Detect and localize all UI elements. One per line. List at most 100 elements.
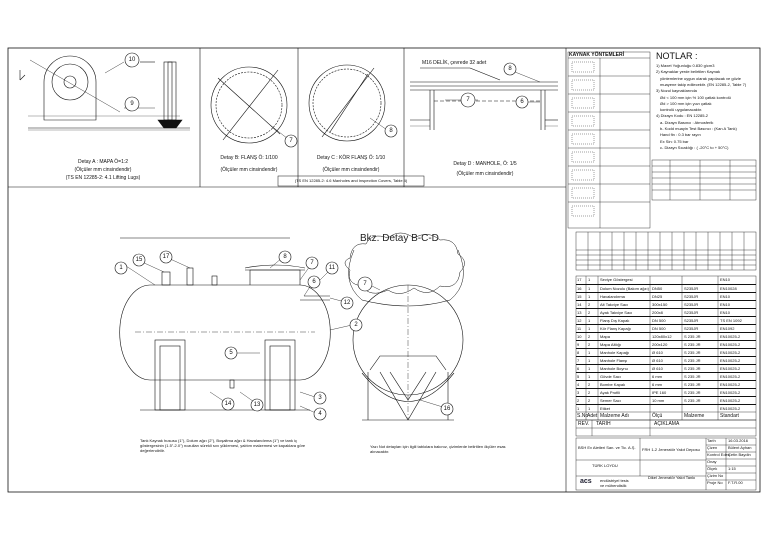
parts-cell-std: EN1092 <box>720 326 735 331</box>
parts-cell-qty: 2 <box>588 302 591 307</box>
detail-d-hole-note: M16 DELİK, çevrede 32 adet <box>422 60 487 66</box>
detail-b-title: Detay B: FLANŞ Ö: 1/100 <box>220 155 278 161</box>
callout-7-side: 7 <box>363 281 367 287</box>
parts-cell-mat: S235JR <box>684 326 699 331</box>
parts-cell-name: Manhole Kapağı <box>600 350 630 355</box>
nozzle-table <box>575 231 757 271</box>
parts-cell-std: EN10025-2 <box>720 390 741 395</box>
note-line: 3) Nozul kaynaklarında <box>656 88 697 94</box>
callout-1: 1 <box>119 265 123 271</box>
parts-cell-name: Bombe Kapak <box>600 382 626 387</box>
note-line: yöntemlerine uygun olarak yapılacak ve g… <box>660 75 741 81</box>
callout-13: 13 <box>253 402 261 408</box>
parts-header-material: Malzeme <box>684 413 705 419</box>
note-line: Hand fin : 0.3 bar rayın <box>660 132 701 138</box>
parts-cell-qty: 2 <box>588 334 591 339</box>
parts-cell-name: Mapa <box>600 334 611 339</box>
detail-a-title: Detay A : MAPA Ö=1:2 <box>77 159 129 165</box>
parts-cell-qty: 1 <box>588 406 591 411</box>
callout-14: 14 <box>224 401 232 407</box>
title-drawing: FRH 1-2 Jeneratör Yakıt Deposu <box>642 447 700 452</box>
parts-cell-name: Seviye Göstergesi <box>600 277 633 282</box>
parts-cell-size: DN 500 <box>652 318 666 323</box>
parts-header-qty: Adet <box>587 413 598 419</box>
detail-c-title: Detay C : KÖR FLANŞ Ö: 1/10 <box>316 155 386 161</box>
detail-d-sub: (Ölçüler mm cinsindendir) <box>456 171 514 177</box>
callout-10: 10 <box>128 57 136 63</box>
title-block-label: Çizim No <box>707 473 724 478</box>
parts-cell-mat: S 235 JR <box>684 382 701 387</box>
note-line: kontrolü uygulanacaktır. <box>660 107 703 113</box>
parts-cell-name: Flanş Dış Kapak <box>600 318 630 323</box>
parts-cell-mat: S 235 JR <box>684 358 701 363</box>
parts-cell-name: Gövde Sacı <box>600 374 621 379</box>
parts-cell-no: 3 <box>577 390 580 395</box>
title-block-value: 16.03.2016 <box>728 438 749 443</box>
parts-header-size: Ölçü <box>652 413 663 419</box>
parts-cell-no: 16 <box>577 286 582 291</box>
notes-title: NOTLAR : <box>656 51 698 61</box>
parts-header-standard: Standart <box>720 413 739 419</box>
parts-cell-std: EN10025-2 <box>720 398 741 403</box>
parts-cell-mat: S235JR <box>684 318 699 323</box>
detail-bc-reference: (TS EN 12285-2: 4.6 Manholes and Inspect… <box>294 178 408 183</box>
parts-cell-mat: S235JR <box>684 302 699 307</box>
parts-cell-name: Etiket <box>600 406 611 411</box>
parts-cell-mat: S235JR <box>684 294 699 299</box>
callout-8: 8 <box>283 254 287 260</box>
parts-cell-qty: 2 <box>588 382 591 387</box>
note-line: 1) Maxet Yoğunluğu 0.830 g/cm3 <box>656 63 715 68</box>
callout-9: 9 <box>130 101 134 107</box>
weld-table <box>567 51 651 229</box>
parts-cell-std: EN10 <box>720 277 731 282</box>
parts-cell-qty: 2 <box>588 342 591 347</box>
acs-logo: acs <box>580 478 592 485</box>
callout-11: 11 <box>328 265 336 271</box>
parts-header-name: Malzeme Adı <box>600 413 629 419</box>
callout-3: 3 <box>318 395 322 401</box>
note-line: 4) Dizayn Kodu : EN 12285-2 <box>656 113 709 119</box>
parts-cell-no: 9 <box>577 342 580 347</box>
parts-cell-name: Alt Takviye Sacı <box>600 302 629 307</box>
parts-cell-qty: 1 <box>588 366 591 371</box>
title-block-grid <box>575 419 757 491</box>
parts-cell-no: 15 <box>577 294 582 299</box>
title-block-label: Çizen <box>707 445 718 450</box>
footnote-left: Tank Kaynak hususu (1"), Dolum ağzı (2")… <box>140 438 306 454</box>
parts-cell-mat: S 235 JR <box>684 374 701 379</box>
parts-cell-no: 4 <box>577 382 580 387</box>
acs-logo-sub2: ve mühendislik <box>600 483 627 488</box>
callout-4: 4 <box>318 411 322 417</box>
parts-cell-std: EN10025-2 <box>720 334 741 339</box>
parts-cell-mat: S 235 JR <box>684 366 701 371</box>
parts-cell-std: EN10 <box>720 310 731 315</box>
detail-a-sub: (Ölçüler mm cinsindendir) <box>74 167 132 173</box>
parts-cell-size: 6 mm <box>652 374 662 379</box>
title-block-value: Çetin Baydin <box>728 452 751 457</box>
callout-17: 17 <box>162 254 170 260</box>
parts-cell-qty: 1 <box>588 277 591 282</box>
parts-list-header: S.No Adet Malzeme Adı Ölçü Malzeme Stand… <box>576 412 756 420</box>
title-block-label: Kontrol Eden <box>707 452 731 457</box>
parts-cell-std: EN10025-2 <box>720 350 741 355</box>
parts-cell-name: Manhole Boynu <box>600 366 628 371</box>
parts-cell-name: Ayak Takviye Sacı <box>600 310 633 315</box>
parts-cell-mat: S 235 JR <box>684 342 701 347</box>
title-sub: Dikel Jeneratör Yakıt Tankı <box>648 475 696 480</box>
weld-table-title: KAYNAK YÖNTEMLERİ <box>569 52 625 58</box>
parts-cell-std: TS EN 1092 <box>720 318 742 323</box>
parts-cell-name: Mapa Altlığı <box>600 342 621 347</box>
parts-cell-no: 5 <box>577 374 580 379</box>
parts-header-no: S.No <box>577 413 589 419</box>
